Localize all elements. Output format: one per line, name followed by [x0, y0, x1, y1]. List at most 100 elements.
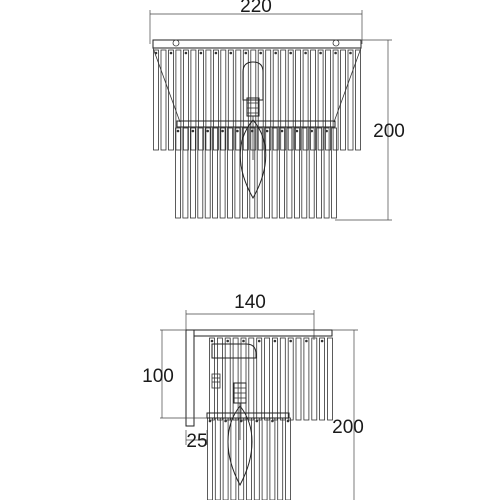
side-top-arm: [193, 329, 333, 337]
crystal-rod: [319, 337, 326, 421]
crystal-rod: [153, 49, 159, 151]
rod-clip: [320, 339, 324, 343]
side-bulb: [227, 382, 253, 487]
crystal-rod: [238, 417, 245, 500]
side-upper-crystal-tier: [209, 337, 333, 421]
crystal-rod: [214, 417, 221, 500]
rod-clip: [304, 51, 307, 55]
crystal-rod: [265, 49, 272, 151]
crystal-rod: [317, 49, 324, 151]
front-screw-left: [172, 39, 180, 47]
rod-clip: [176, 129, 180, 133]
side-view: 140 100: [142, 292, 364, 500]
front-width-label: 220: [240, 0, 272, 17]
rod-clip: [280, 129, 284, 133]
crystal-rod: [248, 337, 255, 421]
rod-clip: [244, 51, 248, 55]
crystal-rod: [175, 127, 181, 219]
crystal-rod: [222, 417, 229, 500]
crystal-rod: [277, 417, 284, 500]
crystal-rod: [197, 49, 204, 151]
crystal-rod: [311, 337, 318, 421]
crystal-rod: [234, 127, 241, 219]
rod-clip: [319, 51, 322, 55]
rod-clip: [325, 129, 328, 133]
crystal-rod: [189, 127, 196, 219]
rod-clip: [242, 339, 245, 343]
side-lower-crystal-tier: [207, 417, 291, 500]
crystal-rod: [295, 337, 302, 421]
rod-clip: [221, 129, 224, 133]
crystal-rod: [310, 49, 317, 151]
crystal-rod: [207, 417, 213, 500]
crystal-rod: [293, 127, 300, 219]
front-width-dimension: 220: [149, 0, 363, 44]
crystal-rod: [232, 337, 239, 421]
rod-clip: [286, 419, 290, 423]
crystal-rod: [301, 127, 308, 219]
side-lower-ring: [206, 412, 290, 419]
crystal-rod: [347, 49, 354, 151]
crystal-rod: [303, 337, 310, 421]
crystal-rod: [340, 49, 346, 151]
crystal-rod: [205, 49, 212, 151]
crystal-rod: [331, 127, 337, 219]
crystal-rod: [230, 417, 237, 500]
rod-clip: [229, 51, 233, 55]
crystal-rod: [216, 337, 223, 421]
crystal-rod: [323, 127, 330, 219]
crystal-rod: [224, 337, 231, 421]
crystal-rod: [308, 127, 315, 219]
rod-clip: [224, 419, 227, 423]
crystal-rod: [256, 337, 263, 421]
crystal-rod: [355, 49, 361, 151]
crystal-rod: [220, 49, 227, 151]
rod-clip: [255, 419, 259, 423]
rod-clip: [289, 339, 293, 343]
crystal-rod: [264, 337, 271, 421]
side-depth-label: 140: [234, 292, 266, 313]
crystal-rod: [325, 49, 332, 151]
crystal-rod: [269, 417, 276, 500]
crystal-rod: [286, 127, 293, 219]
rod-clip: [184, 51, 188, 55]
crystal-rod: [279, 337, 286, 421]
crystal-rod: [212, 49, 219, 151]
crystal-rod: [287, 49, 294, 151]
side-depth-dimension: 140: [185, 292, 315, 340]
crystal-rod: [219, 127, 226, 219]
rod-clip: [169, 51, 173, 55]
side-offset-dimension: 25: [185, 430, 208, 452]
side-screw: [211, 373, 221, 389]
rod-clip: [274, 51, 278, 55]
rod-clip: [349, 51, 352, 55]
rod-clip: [259, 51, 263, 55]
crystal-rod: [264, 127, 271, 219]
side-holder-arm: [211, 343, 257, 359]
rod-clip: [206, 129, 209, 133]
crystal-rod: [271, 127, 278, 219]
rod-clip: [289, 51, 293, 55]
crystal-rod: [249, 127, 256, 219]
rod-clip: [273, 339, 277, 343]
crystal-rod: [261, 417, 268, 500]
rod-clip: [295, 129, 299, 133]
side-bracket-height-label: 100: [142, 366, 174, 387]
rod-clip: [265, 129, 269, 133]
crystal-rod: [227, 127, 233, 219]
front-bulb: [239, 61, 267, 200]
crystal-rod: [168, 49, 174, 151]
crystal-rod: [209, 337, 215, 421]
front-middle-ring: [176, 120, 336, 128]
rod-clip: [310, 129, 314, 133]
rod-clip: [257, 339, 261, 343]
side-offset-label: 25: [186, 431, 207, 452]
rod-clip: [239, 419, 243, 423]
crystal-rod: [302, 49, 309, 151]
crystal-rod: [279, 127, 285, 219]
rod-clip: [226, 339, 229, 343]
front-upper-crystal-tier: [153, 49, 361, 151]
crystal-rod: [182, 127, 189, 219]
crystal-rod: [280, 49, 287, 151]
